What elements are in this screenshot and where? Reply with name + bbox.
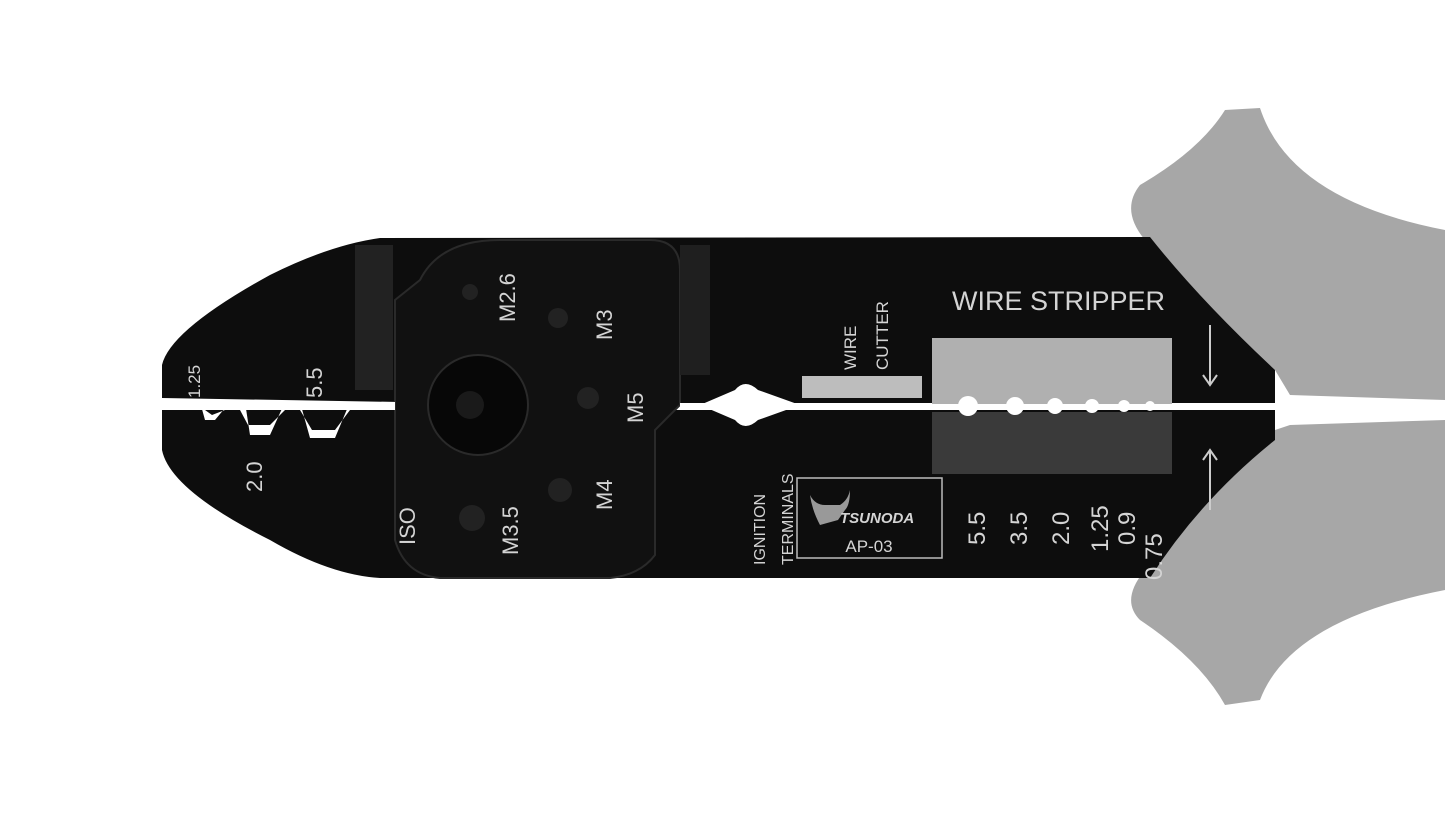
wire-cutter-label-2: CUTTER <box>873 301 892 370</box>
brand-logo: TSUNODA <box>840 510 914 527</box>
bolt-size-m2-6: M2.6 <box>495 273 520 322</box>
jaw-groove <box>355 245 393 390</box>
bull-logo-icon <box>810 490 850 525</box>
bolt-size-m4: M4 <box>592 479 617 510</box>
strip-size: 1.25 <box>1087 505 1114 552</box>
wire-cutter-label-1: WIRE <box>841 326 860 370</box>
crimp-size-1-25: 1.25 <box>185 365 204 398</box>
ignition-label-2: TERMINALS <box>780 473 797 565</box>
crimp-size-2-0: 2.0 <box>242 461 267 492</box>
logo-box <box>796 477 943 559</box>
stripper-teeth-lower <box>932 412 1172 474</box>
body-groove <box>680 245 710 375</box>
arrow-up-icon <box>1202 448 1218 510</box>
hex-socket-icon <box>456 391 484 419</box>
wire-stripper-title: WIRE STRIPPER <box>952 286 1165 316</box>
iso-label: ISO <box>395 507 420 545</box>
upper-handle <box>1131 108 1445 400</box>
arrow-down-icon <box>1202 325 1218 387</box>
bolt-size-m5: M5 <box>623 392 648 423</box>
model-label: AP-03 <box>845 537 892 556</box>
stripper-holes <box>958 396 1155 416</box>
crimp-die <box>180 402 395 438</box>
stripper-teeth-upper <box>932 338 1172 404</box>
bolt-size-m3-5: M3.5 <box>498 506 523 555</box>
strip-size: 3.5 <box>1006 512 1033 545</box>
jaw-gap <box>680 403 1280 408</box>
strip-size: 0.75 <box>1141 533 1168 580</box>
cutter-plate <box>394 239 681 579</box>
crimp-size-5-5: 5.5 <box>302 367 327 398</box>
wire-cutter-blade <box>802 376 922 398</box>
strip-size: 5.5 <box>964 512 991 545</box>
strip-size: 2.0 <box>1048 512 1075 545</box>
bolt-holes <box>459 284 599 531</box>
bolt-size-m3: M3 <box>592 309 617 340</box>
strip-size: 0.9 <box>1114 512 1141 545</box>
ignition-label-1: IGNITION <box>752 494 769 565</box>
